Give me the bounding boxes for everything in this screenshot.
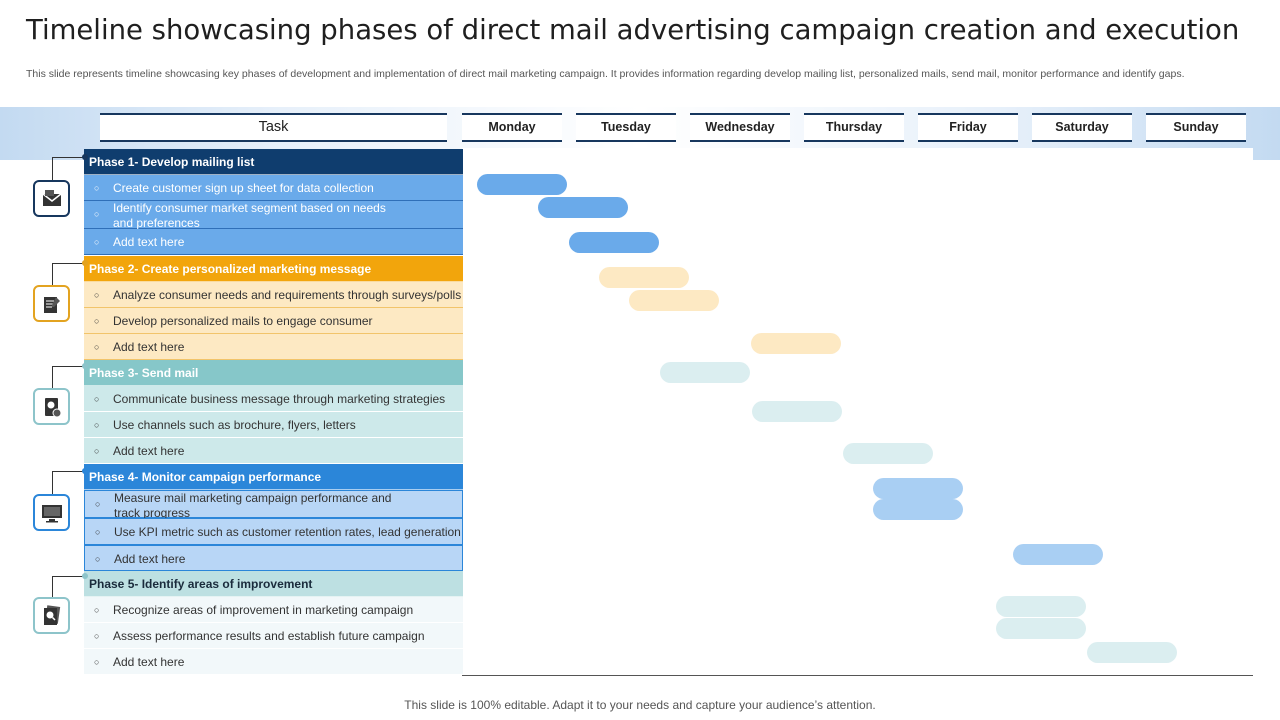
- send-mail-icon: [33, 388, 70, 425]
- gantt-bar-phase-5[interactable]: [1087, 642, 1177, 663]
- phase-1-header: Phase 1- Develop mailing list: [84, 149, 463, 175]
- connector-dot: [82, 260, 88, 266]
- monitor-icon: [33, 494, 70, 531]
- task-label: Use channels such as brochure, flyers, l…: [113, 418, 356, 432]
- day-header-wednesday: Wednesday: [690, 113, 790, 142]
- bullet-icon: ○: [95, 554, 101, 564]
- gantt-bar-phase-1[interactable]: [538, 197, 628, 218]
- day-header-tuesday: Tuesday: [576, 113, 676, 142]
- task-header: Task: [100, 113, 447, 142]
- gantt-bar-phase-2[interactable]: [751, 333, 841, 354]
- gantt-bar-phase-4[interactable]: [873, 499, 963, 520]
- task-row: ○ Use KPI metric such as customer retenti…: [84, 518, 463, 545]
- task-row: ○ Analyze consumer needs and requirements…: [84, 282, 463, 308]
- task-label: Add text here: [113, 655, 185, 669]
- footer-note: This slide is 100% editable. Adapt it to…: [404, 698, 876, 712]
- phase-label: Phase 4- Monitor campaign performance: [89, 470, 322, 484]
- bullet-icon: ○: [94, 290, 100, 300]
- phase-connector: [52, 471, 84, 494]
- task-label: Communicate business message through mar…: [113, 392, 446, 406]
- bullet-icon: ○: [94, 631, 100, 641]
- gantt-bar-phase-4[interactable]: [1013, 544, 1103, 565]
- day-header-thursday: Thursday: [804, 113, 904, 142]
- gantt-bar-phase-4[interactable]: [873, 478, 963, 499]
- bullet-icon: ○: [94, 183, 100, 193]
- phase-2-header: Phase 2- Create personalized marketing m…: [84, 256, 463, 282]
- gantt-bar-phase-3[interactable]: [752, 401, 842, 422]
- search-document-icon: [33, 597, 70, 634]
- bullet-icon: ○: [95, 527, 101, 537]
- task-row: ○ Measure mail marketing campaign perform…: [84, 490, 463, 520]
- gantt-bar-phase-5[interactable]: [996, 618, 1086, 639]
- phase-4-header: Phase 4- Monitor campaign performance: [84, 464, 463, 490]
- task-row: ○ Use channels such as brochure, flyers, …: [84, 412, 463, 438]
- slide-subtitle: This slide represents timeline showcasin…: [26, 68, 1185, 80]
- task-label: Identify consumer market segment based o…: [113, 201, 386, 230]
- gantt-bar-phase-1[interactable]: [477, 174, 567, 195]
- task-label: Analyze consumer needs and requirements …: [113, 288, 462, 302]
- task-row: ○ Develop personalized mails to engage co…: [84, 308, 463, 334]
- connector-dot: [82, 363, 88, 369]
- phase-label: Phase 3- Send mail: [89, 366, 199, 380]
- phase-5-header: Phase 5- Identify areas of improvement: [84, 571, 463, 597]
- task-label: Add text here: [114, 552, 186, 566]
- gantt-bar-phase-3[interactable]: [660, 362, 750, 383]
- task-row: ○ Add text here: [84, 334, 463, 360]
- slide-title: Timeline showcasing phases of direct mai…: [26, 14, 1240, 46]
- phase-connector: [52, 157, 84, 180]
- phase-label: Phase 1- Develop mailing list: [89, 155, 255, 169]
- day-header-friday: Friday: [918, 113, 1018, 142]
- task-row: ○ Communicate business message through ma…: [84, 386, 463, 412]
- gantt-bar-phase-2[interactable]: [629, 290, 719, 311]
- bullet-icon: ○: [94, 342, 100, 352]
- task-label: Create customer sign up sheet for data c…: [113, 181, 374, 195]
- task-row: ○ Recognize areas of improvement in marke…: [84, 597, 463, 623]
- phase-connector: [52, 576, 84, 597]
- gantt-bar-phase-5[interactable]: [996, 596, 1086, 617]
- bullet-icon: ○: [94, 316, 100, 326]
- task-row: ○ Add text here: [84, 229, 463, 255]
- bullet-icon: ○: [94, 657, 100, 667]
- phase-connector: [52, 366, 84, 388]
- task-row: ○ Create customer sign up sheet for data …: [84, 175, 463, 201]
- bullet-icon: ○: [95, 499, 101, 509]
- task-row: ○ Add text here: [84, 545, 463, 571]
- bullet-icon: ○: [94, 394, 100, 404]
- phase-connector: [52, 263, 84, 285]
- task-label: Recognize areas of improvement in market…: [113, 603, 414, 617]
- connector-dot: [82, 154, 88, 160]
- task-label: Develop personalized mails to engage con…: [113, 314, 373, 328]
- task-label: Measure mail marketing campaign performa…: [114, 491, 392, 520]
- gantt-bar-phase-1[interactable]: [569, 232, 659, 253]
- gantt-bar-phase-2[interactable]: [599, 267, 689, 288]
- task-row: ○ Assess performance results and establis…: [84, 623, 463, 649]
- task-label: Add text here: [113, 340, 185, 354]
- task-label: Add text here: [113, 444, 185, 458]
- phase-3-header: Phase 3- Send mail: [84, 360, 463, 386]
- phase-label: Phase 2- Create personalized marketing m…: [89, 262, 372, 276]
- task-row: ○ Add text here: [84, 649, 463, 675]
- bullet-icon: ○: [94, 605, 100, 615]
- task-label: Assess performance results and establish…: [113, 629, 425, 643]
- bullet-icon: ○: [94, 446, 100, 456]
- task-row: ○ Identify consumer market segment based …: [84, 201, 463, 230]
- task-row: ○ Add text here: [84, 438, 463, 464]
- day-header-sunday: Sunday: [1146, 113, 1246, 142]
- bullet-icon: ○: [94, 237, 100, 247]
- bullet-icon: ○: [94, 209, 100, 219]
- mailing-list-icon: [33, 180, 70, 217]
- phase-label: Phase 5- Identify areas of improvement: [89, 577, 313, 591]
- connector-dot: [82, 468, 88, 474]
- connector-dot: [82, 573, 88, 579]
- task-label: Add text here: [113, 235, 185, 249]
- day-header-saturday: Saturday: [1032, 113, 1132, 142]
- bullet-icon: ○: [94, 420, 100, 430]
- task-label: Use KPI metric such as customer retentio…: [114, 525, 461, 539]
- gantt-bar-phase-3[interactable]: [843, 443, 933, 464]
- gantt-grid: [462, 148, 1253, 676]
- message-edit-icon: [33, 285, 70, 322]
- day-header-monday: Monday: [462, 113, 562, 142]
